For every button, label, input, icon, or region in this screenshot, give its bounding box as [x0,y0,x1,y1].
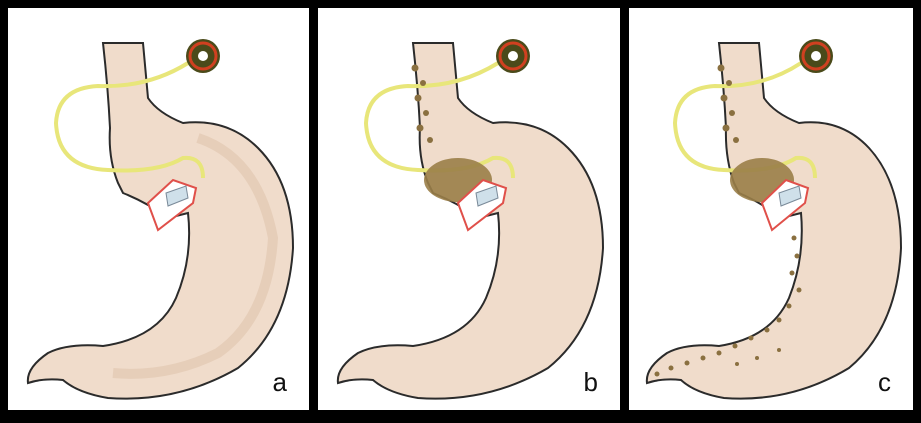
access-port-icon [186,39,220,73]
panel-label-c: c [878,367,891,398]
access-port-icon [496,39,530,73]
panel-label-a: a [273,367,287,398]
access-port-icon [799,39,833,73]
gastric-band-illustration-b [318,8,620,410]
gastric-band-illustration-c [629,8,913,410]
panel-a: a [8,8,309,410]
panel-b: b [318,8,620,410]
panel-c: c [629,8,913,410]
gastric-band-illustration-a [8,8,309,410]
panel-label-b: b [584,367,598,398]
